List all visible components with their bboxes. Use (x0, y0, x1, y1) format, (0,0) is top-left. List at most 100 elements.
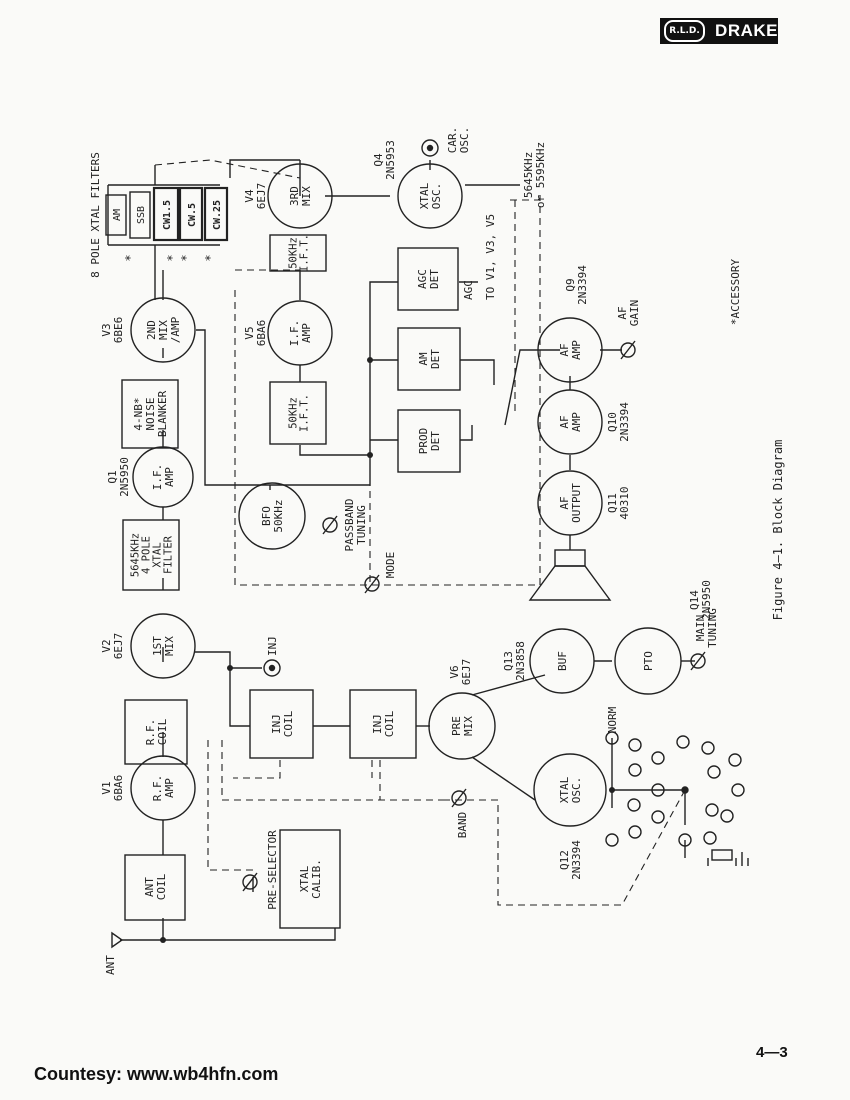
filter-cw5 (178, 186, 204, 242)
ant-coil-label: ANTCOIL (143, 873, 168, 900)
xtal-calib-block (279, 829, 341, 929)
noise-blanker-block (121, 379, 179, 449)
premix-label: PREMIX (450, 716, 475, 736)
filter-label-0: AM (112, 209, 123, 221)
rf-amp-label: R.F.AMP (151, 775, 176, 802)
stages (130, 139, 682, 827)
pto-tube: Q142N5950 (688, 580, 713, 620)
figure-caption: Figure 4—1. Block Diagram (771, 440, 785, 621)
ift2-block (269, 381, 327, 445)
page-number: 4—3 (756, 1044, 788, 1061)
buf-label: BUF (556, 651, 569, 671)
blocks (121, 234, 461, 929)
if-amp1-label: I.F.AMP (151, 464, 176, 491)
filter-label-2: CW1.5 (162, 200, 173, 230)
norm-label: NORM (606, 706, 619, 733)
mix2-stage (130, 297, 196, 363)
if-amp2-stage (267, 300, 333, 366)
car-freqs: 5645KHzor 5595KHz (522, 142, 547, 208)
filter-asterisk-3: * (203, 254, 217, 261)
bfo-stage (238, 482, 306, 550)
af-amp-q10-label: AFAMP (558, 412, 583, 432)
passband-label: PASSBANDTUNING (343, 499, 368, 552)
antenna-icon (111, 931, 124, 949)
ift2-label: 50KHzI.F.T. (288, 394, 311, 432)
buf-stage (529, 628, 595, 694)
af-output-tube: Q1140310 (606, 486, 631, 519)
filters-tube: V36BE6 (100, 317, 125, 344)
if-amp2-tube: V56BA6 (243, 320, 268, 347)
accessory-note: *ACCESSORY (729, 259, 742, 326)
rf-amp-stage (130, 755, 196, 821)
xtal-osc-label: XTALOSC. (558, 776, 583, 803)
ift1-label: 50KHzI.F.T. (288, 234, 311, 272)
filter-asterisk-1: * (165, 254, 179, 261)
inj-coil2-label: INJCOIL (371, 710, 396, 737)
premix-tube: V66EJ7 (448, 659, 473, 686)
filter-ssb (129, 191, 151, 239)
ift1-block (269, 234, 327, 272)
logo-mark: R.L.D. (664, 20, 706, 42)
filter-asterisk-2: * (179, 254, 193, 261)
inj-coil1-block (249, 689, 314, 759)
noise-blanker-label: 4-NB*NOISEBLANKER (132, 390, 169, 437)
af-output-stage (537, 470, 603, 536)
logo-text: DRAKE (715, 21, 778, 40)
rf-coil-block (124, 699, 188, 765)
agc-to-label: TO V1, V3, V5 (484, 214, 497, 300)
pto-label: PTO (642, 651, 655, 671)
mix1-tube: V26EJ7 (100, 633, 125, 660)
band-switch (605, 731, 749, 866)
filter-cw25 (203, 186, 229, 242)
premix-stage (428, 692, 496, 760)
main-tuning-label: MAINTUNING (694, 608, 719, 648)
mode-label: MODE (384, 552, 397, 579)
af-amp-q9-label: AFAMP (558, 340, 583, 360)
signal-wires (120, 159, 695, 941)
courtesy-credit: Countesy: www.wb4hfn.com (34, 1064, 279, 1084)
inj-coil2-block (349, 689, 417, 759)
af-amp-q10-stage (537, 389, 603, 455)
pto-stage (614, 627, 682, 695)
filter-label-1: SSB (136, 206, 147, 224)
filter-label-4: CW.25 (212, 200, 223, 230)
af-amp-q10-tube: Q102N3394 (606, 402, 631, 442)
car-osc-label: XTALOSC. (418, 182, 443, 209)
if-amp1-stage (132, 446, 194, 508)
filter-asterisk-0: * (123, 254, 137, 261)
af-amp-q9-tube: Q92N3394 (564, 265, 589, 305)
control-links (154, 159, 686, 906)
xtal-filter-block (122, 519, 180, 591)
ant-label: ANT (104, 955, 117, 975)
drake-logo: R.L.D. DRAKE (660, 18, 778, 44)
mix3-label: 3RDMIX (288, 186, 313, 206)
controls (242, 340, 706, 892)
if-amp1-tube: Q12N5950 (106, 457, 131, 497)
preselector-label: PRE-SELECTOR (266, 830, 279, 910)
mix3-tube: V46EJ7 (243, 183, 268, 210)
if-amp2-label: I.F.AMP (288, 320, 313, 347)
car-osc-jack (421, 139, 439, 157)
xtal-osc-stage (533, 753, 607, 827)
filter-cw15 (152, 186, 180, 242)
prod-det-block (397, 409, 461, 473)
ant-coil-block (124, 854, 186, 921)
prod-det-label: PRODDET (417, 428, 442, 455)
car-osc-stage (397, 163, 463, 229)
filters-title: 8 POLE XTAL FILTERS (89, 152, 102, 278)
speaker-icon (528, 549, 612, 601)
car-osc-jack-label: CAR.OSC. (446, 127, 471, 154)
xtal-filter-label: 5645KHz4 POLEXTALFILTER (130, 533, 175, 577)
xtal-osc-tube: Q122N3394 (558, 840, 583, 880)
filter-am (105, 194, 127, 236)
filter-bank (105, 165, 229, 300)
bfo-label: BFO50KHz (260, 499, 285, 532)
agc-out-label: AGC (462, 280, 475, 300)
am-det-label: AMDET (417, 349, 442, 369)
af-output-label: AFOUTPUT (558, 483, 583, 523)
band-label: BAND (456, 812, 469, 839)
mix3-stage (267, 163, 333, 229)
mix1-stage (130, 613, 196, 679)
xtal-calib-label: XTALCALIB. (298, 859, 323, 899)
